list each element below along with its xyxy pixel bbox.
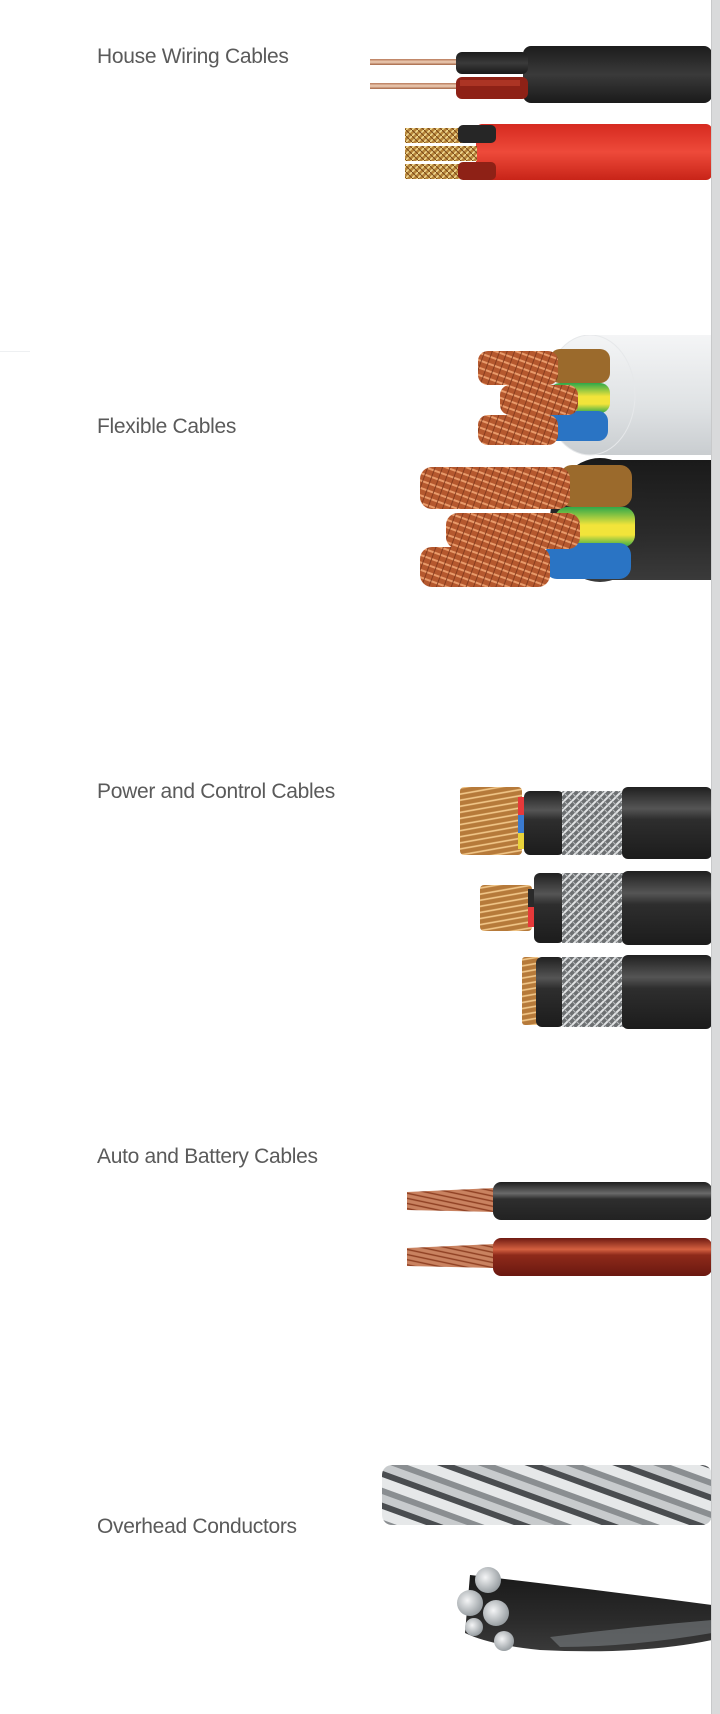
house-wiring-cables-image <box>370 40 712 185</box>
overhead-conductors-image <box>380 1455 712 1655</box>
flexible-cables-image <box>420 335 712 595</box>
power-control-cables-image <box>460 785 712 1030</box>
section-label-house-wiring: House Wiring Cables <box>97 45 289 68</box>
section-label-auto-battery: Auto and Battery Cables <box>97 1145 318 1168</box>
divider <box>0 351 30 352</box>
scrollbar[interactable] <box>711 0 720 1714</box>
auto-battery-cables-image <box>405 1180 712 1280</box>
section-label-overhead: Overhead Conductors <box>97 1515 297 1538</box>
section-label-power-control: Power and Control Cables <box>97 780 335 803</box>
section-label-flexible: Flexible Cables <box>97 415 237 438</box>
